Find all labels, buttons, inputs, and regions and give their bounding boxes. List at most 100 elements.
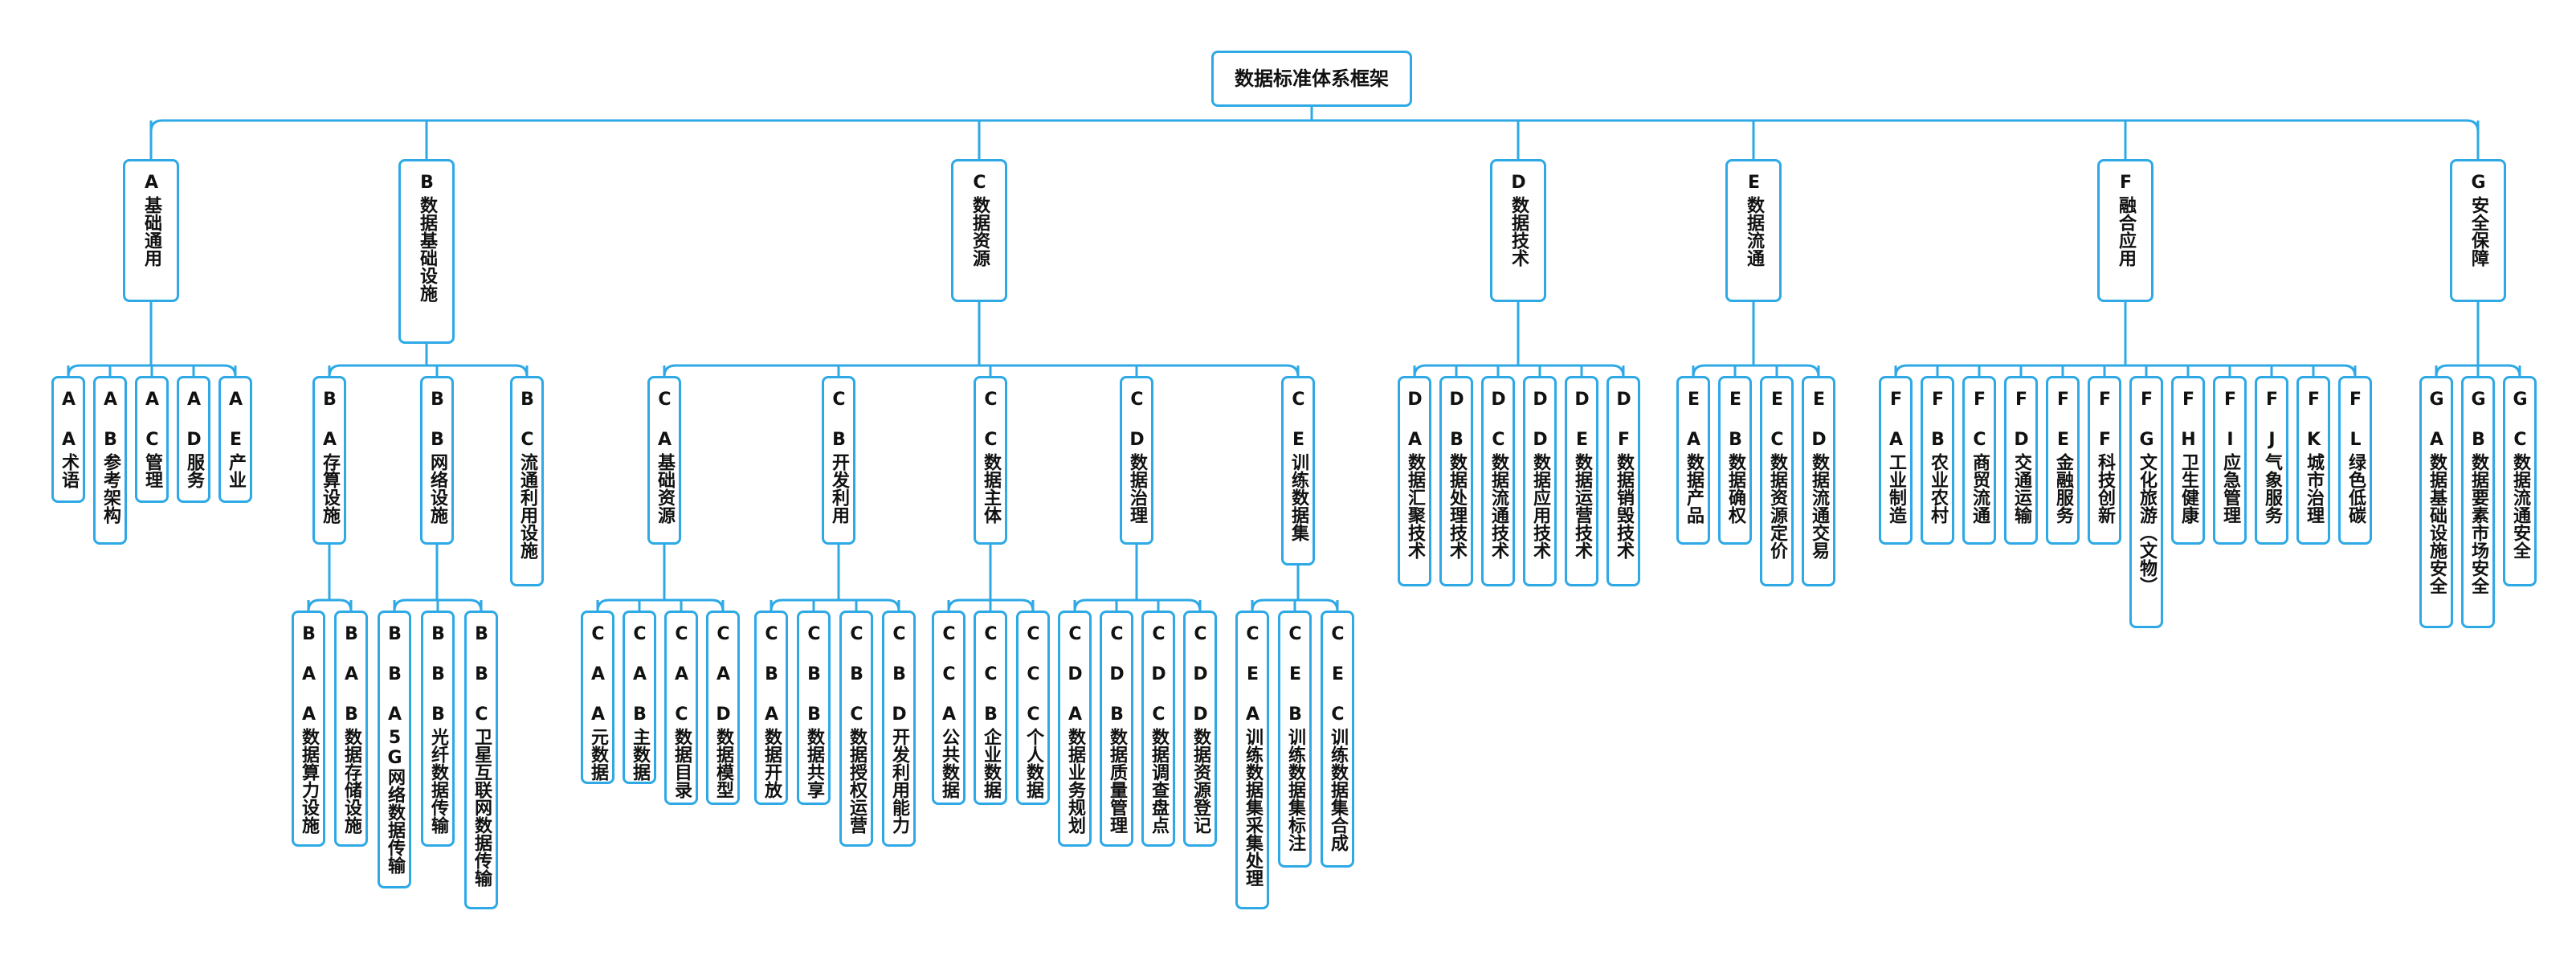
node-BB-label: 网络设施 (427, 453, 447, 524)
node-D[interactable]: D数据技术 (1490, 159, 1546, 302)
node-CEA[interactable]: C E A训练数据集采集处理 (1235, 611, 1269, 909)
node-ED[interactable]: E D数据流通交易 (1802, 376, 1835, 586)
node-FE[interactable]: F E金融服务 (2046, 376, 2080, 545)
node-CAC[interactable]: C A C数据目录 (664, 611, 698, 805)
node-G[interactable]: G安全保障 (2450, 159, 2506, 302)
node-CEB[interactable]: C E B训练数据集标注 (1278, 611, 1312, 868)
node-CAD[interactable]: C A D数据模型 (706, 611, 740, 805)
node-FG[interactable]: F G文化旅游（文物） (2129, 376, 2163, 628)
node-CBD[interactable]: C B D开发利用能力 (882, 611, 916, 847)
node-FB[interactable]: F B农业农村 (1921, 376, 1954, 545)
node-BAA[interactable]: B A A数据算力设施 (292, 611, 325, 847)
node-EB-text: E B数据确权 (1725, 378, 1745, 524)
node-EB[interactable]: E B数据确权 (1718, 376, 1752, 545)
node-GB-label: 数据要素市场安全 (2468, 453, 2488, 594)
node-EA-label: 数据产品 (1684, 453, 1704, 524)
node-CC-code: C C (981, 390, 1001, 450)
node-FL[interactable]: F L绿色低碳 (2338, 376, 2372, 545)
node-CCB[interactable]: C C B企业数据 (974, 611, 1007, 805)
node-BBC-text: B B C卫星互联网数据传输 (471, 613, 492, 887)
node-FJ[interactable]: F J气象服务 (2255, 376, 2288, 545)
node-DF[interactable]: D F数据销毁技术 (1606, 376, 1640, 586)
node-BB[interactable]: B B 网络设施 (420, 376, 454, 545)
node-BA[interactable]: B A存算设施 (312, 376, 346, 545)
node-EC-code: E C (1767, 390, 1787, 450)
node-CBD-code: C B D (889, 624, 909, 725)
node-CCC[interactable]: C C C个人数据 (1016, 611, 1050, 805)
node-CCA-code: C C A (939, 624, 959, 725)
node-BAB-label: 数据存储设施 (341, 728, 361, 834)
node-BBC[interactable]: B B C卫星互联网数据传输 (464, 611, 498, 909)
node-A[interactable]: A 基础通用 (123, 159, 179, 302)
node-CBB[interactable]: C B B数据共享 (797, 611, 831, 805)
node-AD[interactable]: A D服务 (177, 376, 210, 503)
node-FF[interactable]: F F科技创新 (2088, 376, 2121, 545)
node-CBC-label: 数据授权运营 (847, 728, 867, 834)
node-B-text: B数据基础设施 (416, 161, 437, 302)
node-BBA[interactable]: B B A5G网络数据传输 (378, 611, 411, 888)
node-CBC[interactable]: C B C数据授权运营 (839, 611, 873, 847)
node-GA[interactable]: G A数据基础设施安全 (2419, 376, 2453, 628)
node-CB-code: C B (829, 390, 849, 450)
node-FA[interactable]: F A工业制造 (1879, 376, 1913, 545)
node-AA-text: A A术语 (58, 378, 79, 488)
node-CDD-code: C D D (1190, 624, 1210, 725)
node-GC[interactable]: G C数据流通安全 (2503, 376, 2537, 586)
node-AE[interactable]: A E产业 (218, 376, 252, 503)
node-E[interactable]: E数据流通 (1725, 159, 1782, 302)
node-EA[interactable]: E A数据产品 (1676, 376, 1710, 545)
node-CA[interactable]: C A基础资源 (647, 376, 681, 545)
node-BA-text: B A存算设施 (319, 378, 340, 524)
node-DA[interactable]: D A数据汇聚技术 (1398, 376, 1431, 586)
node-CBA[interactable]: C B A数据开放 (754, 611, 788, 805)
node-CDD[interactable]: C D D数据资源登记 (1183, 611, 1217, 847)
node-DC[interactable]: D C数据流通技术 (1481, 376, 1515, 586)
node-FC-code: F C (1970, 390, 1990, 450)
node-BAA-label: 数据算力设施 (299, 728, 319, 834)
node-AB[interactable]: A B参考架构 (93, 376, 127, 545)
node-CE[interactable]: C E训练数据集 (1281, 376, 1315, 566)
node-FH[interactable]: F H卫生健康 (2171, 376, 2205, 545)
node-GB[interactable]: G B数据要素市场安全 (2461, 376, 2495, 628)
node-AC[interactable]: A C管理 (135, 376, 169, 503)
node-CEA-text: C E A训练数据集采集处理 (1242, 613, 1263, 887)
node-DD[interactable]: D D数据应用技术 (1523, 376, 1557, 586)
node-ED-code: E D (1809, 390, 1829, 450)
node-CAB[interactable]: C A B主数据 (623, 611, 656, 784)
node-AA[interactable]: A A术语 (51, 376, 85, 503)
node-CBA-label: 数据开放 (761, 728, 782, 798)
node-BBB[interactable]: B B B光纤数据传输 (421, 611, 455, 847)
node-FI[interactable]: F I应急管理 (2213, 376, 2247, 545)
node-DB[interactable]: D B数据处理技术 (1439, 376, 1473, 586)
node-F[interactable]: F融合应用 (2097, 159, 2153, 302)
root-node[interactable]: 数据标准体系框架 (1211, 51, 1412, 107)
node-BAB[interactable]: B A B数据存储设施 (334, 611, 368, 847)
node-CB[interactable]: C B开发利用 (822, 376, 855, 545)
node-FC[interactable]: F C商贸流通 (1962, 376, 1996, 545)
node-CAA[interactable]: C A A元数据 (581, 611, 614, 784)
node-A-label: 基础通用 (141, 196, 161, 267)
node-BB-code: B B (427, 390, 447, 450)
level1-bar (149, 119, 2480, 133)
node-CC[interactable]: C C数据主体 (974, 376, 1007, 545)
node-A-text: A 基础通用 (141, 161, 161, 267)
node-CD[interactable]: C D数据治理 (1120, 376, 1153, 545)
node-CEC[interactable]: C E C训练数据集合成 (1321, 611, 1354, 868)
node-CEB-code: C E B (1285, 624, 1305, 725)
node-CDC[interactable]: C D C数据调查盘点 (1141, 611, 1175, 847)
node-CDA[interactable]: C D A数据业务规划 (1058, 611, 1092, 847)
node-AB-code: A B (100, 390, 120, 450)
node-A-code: A (141, 173, 161, 193)
node-FK[interactable]: F K城市治理 (2296, 376, 2330, 545)
node-FF-code: F F (2095, 390, 2115, 450)
node-CDB[interactable]: C D B数据质量管理 (1100, 611, 1133, 847)
node-FD[interactable]: F D交通运输 (2004, 376, 2038, 545)
node-BC[interactable]: B C流通利用设施 (510, 376, 544, 586)
node-DE[interactable]: D E数据运营技术 (1565, 376, 1598, 586)
node-C[interactable]: C数据资源 (951, 159, 1007, 302)
node-GA-label: 数据基础设施安全 (2427, 453, 2447, 594)
node-CCA[interactable]: C C A公共数据 (932, 611, 965, 805)
node-EC[interactable]: E C数据资源定价 (1760, 376, 1794, 586)
node-B[interactable]: B数据基础设施 (398, 159, 455, 344)
